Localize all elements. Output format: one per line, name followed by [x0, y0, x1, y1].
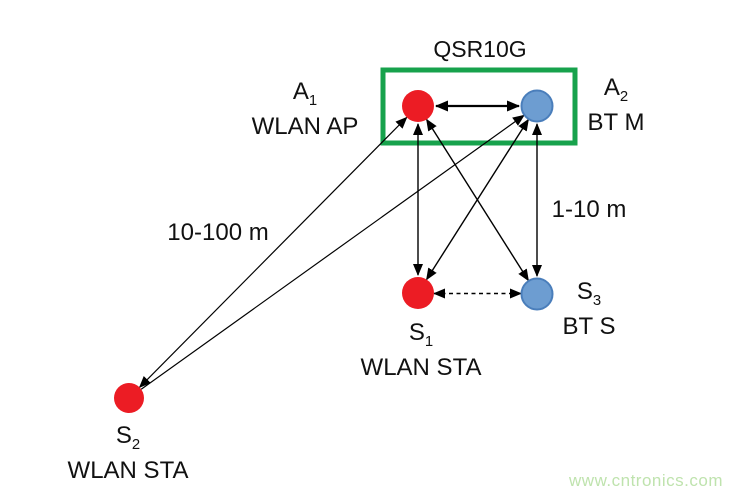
distance-label-10-100m: 10-100 m	[167, 219, 269, 246]
node-s1-wlan-sta	[402, 277, 434, 309]
edge-a1-s2	[138, 116, 408, 389]
edge-a2-s1	[426, 118, 529, 281]
node-s2-wlan-sta	[114, 383, 144, 413]
edge-a2-s2	[140, 114, 525, 390]
node-a2-label: A2 BT M	[587, 74, 645, 136]
chip-label: QSR10G	[433, 36, 527, 62]
node-a1-label: A1 WLAN AP	[251, 78, 359, 140]
node-a1-wlan-ap	[402, 90, 434, 122]
watermark-text: www.cntronics.com	[569, 471, 723, 490]
node-s1-label: S1 WLAN STA	[360, 319, 482, 381]
node-s3-bt-s	[520, 277, 554, 311]
node-a2-bt-m	[520, 89, 554, 123]
distance-label-1-10m: 1-10 m	[551, 196, 627, 223]
node-s2-label: S2 WLAN STA	[67, 422, 189, 484]
node-s3-label: S3 BT S	[562, 278, 616, 340]
